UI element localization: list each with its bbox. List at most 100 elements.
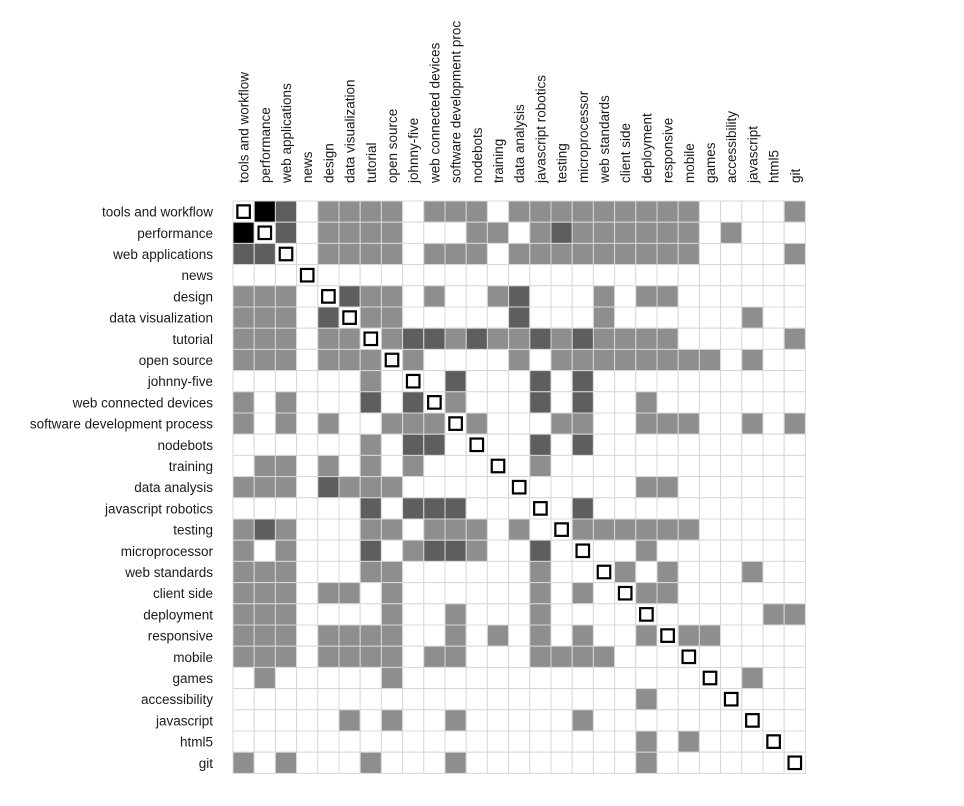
matrix-cell	[232, 370, 255, 393]
matrix-cell	[571, 412, 594, 435]
matrix-cell	[529, 730, 552, 753]
matrix-cell	[550, 476, 573, 499]
matrix-cell	[486, 560, 510, 584]
matrix-cell	[571, 645, 594, 668]
matrix-cell	[444, 370, 467, 393]
matrix-cell	[380, 476, 404, 499]
column-label: nodebots	[470, 127, 485, 183]
diagonal-markers-layer	[236, 204, 803, 771]
matrix-cell	[465, 264, 488, 287]
matrix-cell	[444, 709, 467, 732]
matrix-cell	[274, 497, 298, 520]
row-label: data analysis	[134, 480, 213, 495]
matrix-cell	[783, 497, 806, 520]
matrix-cell	[423, 370, 446, 393]
matrix-cell	[465, 200, 488, 223]
matrix-cell	[359, 751, 382, 774]
matrix-cell	[338, 348, 361, 372]
matrix-cell	[677, 327, 700, 350]
matrix-cell	[423, 624, 446, 647]
matrix-cell	[614, 730, 637, 753]
matrix-cell	[359, 539, 382, 562]
matrix-cell	[317, 582, 340, 605]
matrix-cell	[529, 518, 552, 541]
matrix-cell	[274, 518, 298, 541]
matrix-cell	[741, 497, 764, 520]
matrix-cell	[677, 497, 700, 520]
matrix-cell	[571, 433, 594, 456]
matrix-cell	[402, 582, 425, 605]
matrix-cell	[380, 264, 404, 287]
column-label: web standards	[597, 95, 612, 184]
matrix-cell	[571, 497, 594, 520]
matrix-cell	[592, 730, 616, 753]
matrix-cell	[402, 433, 425, 456]
matrix-cell	[635, 730, 658, 753]
matrix-cell	[274, 391, 298, 414]
matrix-cell	[550, 370, 573, 393]
matrix-cell	[550, 327, 573, 350]
diagonal-marker	[384, 352, 400, 368]
matrix-cell	[550, 348, 573, 372]
matrix-cell	[508, 730, 531, 753]
matrix-cell	[635, 666, 658, 690]
diagonal-marker	[469, 437, 485, 453]
matrix-cell	[571, 454, 594, 478]
matrix-cell	[423, 306, 446, 329]
matrix-cell	[698, 454, 722, 478]
matrix-cell	[465, 709, 488, 732]
matrix-cell	[486, 539, 510, 562]
matrix-cell	[529, 645, 552, 668]
matrix-cell	[783, 454, 806, 478]
matrix-cell	[614, 285, 637, 308]
matrix-cell	[656, 560, 679, 584]
matrix-cell	[614, 709, 637, 732]
matrix-cell	[783, 688, 806, 711]
matrix-cell	[508, 709, 531, 732]
matrix-cell	[720, 497, 743, 520]
matrix-cell	[698, 264, 722, 287]
matrix-cell	[720, 709, 743, 732]
row-label: javascript robotics	[104, 501, 213, 516]
matrix-cell	[656, 221, 679, 244]
matrix-cell	[529, 200, 552, 223]
matrix-cell	[338, 412, 361, 435]
matrix-cell	[232, 348, 255, 372]
matrix-cell	[253, 264, 276, 287]
matrix-cell	[571, 327, 594, 350]
matrix-cell	[508, 285, 531, 308]
matrix-cell	[741, 221, 764, 244]
matrix-cell	[317, 221, 340, 244]
matrix-cell	[296, 327, 319, 350]
row-label: mobile	[173, 650, 213, 665]
matrix-cell	[614, 221, 637, 244]
matrix-cell	[592, 391, 616, 414]
matrix-cell	[762, 264, 785, 287]
matrix-cell	[656, 200, 679, 223]
matrix-cell	[508, 497, 531, 520]
matrix-cell	[444, 391, 467, 414]
matrix-cell	[656, 412, 679, 435]
column-label: html5	[767, 150, 782, 183]
matrix-cell	[741, 242, 764, 266]
matrix-cell	[402, 751, 425, 774]
matrix-cell	[444, 582, 467, 605]
matrix-cell	[614, 306, 637, 329]
diagonal-marker	[702, 670, 718, 686]
matrix-cell	[402, 306, 425, 329]
matrix-cell	[550, 539, 573, 562]
matrix-cell	[529, 476, 552, 499]
matrix-cell	[253, 603, 276, 626]
matrix-cell	[550, 285, 573, 308]
diagonal-marker	[257, 225, 273, 241]
matrix-cell	[635, 264, 658, 287]
matrix-cell	[698, 412, 722, 435]
matrix-cell	[380, 624, 404, 647]
matrix-cell	[635, 242, 658, 266]
matrix-cell	[741, 582, 764, 605]
matrix-cell	[317, 306, 340, 329]
matrix-cell	[232, 582, 255, 605]
matrix-cell	[253, 412, 276, 435]
